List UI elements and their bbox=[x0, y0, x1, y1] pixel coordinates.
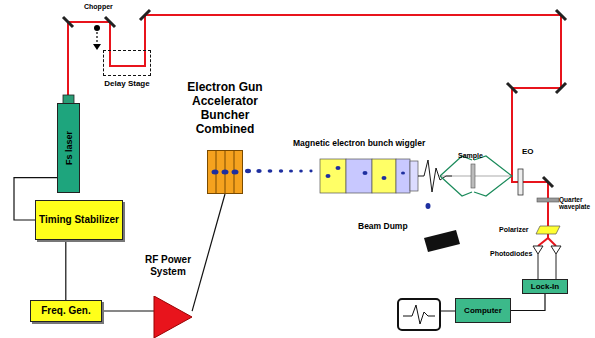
signal-wire bbox=[102, 310, 154, 311]
mirror bbox=[556, 10, 566, 20]
node-label: Lock-In bbox=[531, 282, 559, 291]
focusing-optics bbox=[440, 176, 472, 196]
electron-bunches bbox=[309, 170, 312, 173]
accelerator-box bbox=[222, 170, 229, 175]
wiggler-magnets bbox=[401, 171, 405, 174]
amplifier-triangle bbox=[154, 296, 192, 338]
wiggler-magnets bbox=[336, 166, 341, 170]
sample-plate bbox=[471, 164, 475, 188]
electron-bunches bbox=[245, 169, 251, 173]
laser-beam bbox=[68, 15, 561, 238]
mirror bbox=[63, 10, 566, 187]
beam-dump bbox=[426, 203, 431, 209]
wiggler-magnets bbox=[326, 166, 406, 180]
photodiode bbox=[533, 246, 543, 254]
wiggler-magnets bbox=[346, 159, 372, 193]
wiggler-magnets bbox=[320, 159, 418, 193]
eo-crystal bbox=[518, 169, 523, 195]
wiggler-label: Magnetic electron bunch wiggler bbox=[293, 139, 425, 148]
laser-beam bbox=[538, 238, 548, 246]
signal-wire bbox=[65, 240, 66, 300]
rf-amplifier: RF Power System bbox=[140, 254, 196, 338]
eo-label: EO bbox=[522, 148, 534, 157]
node-label: Timing Stabilizer bbox=[39, 214, 119, 226]
node-label: Electron Gun Accelerator Buncher Combine… bbox=[180, 80, 270, 136]
polarizer bbox=[536, 226, 560, 234]
quarter-waveplate bbox=[537, 198, 559, 202]
beam-dump-label: Beam Dump bbox=[358, 222, 408, 231]
electron-bunches bbox=[279, 169, 283, 172]
quarter-waveplate bbox=[537, 198, 559, 202]
beam-dump bbox=[424, 230, 460, 252]
fs-laser: Fs laser bbox=[57, 103, 80, 193]
mirror bbox=[507, 83, 517, 93]
electron-bunches bbox=[256, 169, 261, 173]
photodiode bbox=[533, 246, 561, 279]
photodiode-label: Photodiodes bbox=[490, 250, 532, 258]
node-label: RF Power System bbox=[140, 254, 196, 277]
chopper-symbol bbox=[93, 44, 101, 50]
monitor-screen bbox=[398, 299, 440, 330]
sample-plate bbox=[471, 164, 475, 188]
wiggler-magnets bbox=[382, 176, 387, 180]
chopper-symbol bbox=[93, 25, 101, 50]
electron-bunches bbox=[289, 169, 293, 172]
polarizer bbox=[536, 226, 560, 234]
mirror bbox=[63, 17, 73, 27]
accelerator-box bbox=[208, 151, 243, 194]
laser-beam bbox=[68, 15, 561, 246]
chopper-label: Chopper bbox=[84, 3, 113, 11]
wiggler-magnets bbox=[372, 159, 396, 193]
photodiode bbox=[538, 254, 539, 279]
accelerator-box bbox=[207, 150, 243, 194]
laser-beam bbox=[548, 238, 556, 246]
node-label: Computer bbox=[464, 306, 502, 315]
computer-box: Computer bbox=[455, 298, 511, 323]
mirror bbox=[140, 10, 150, 20]
wiggler-magnets bbox=[326, 174, 331, 178]
node-label: Fs laser bbox=[63, 131, 73, 165]
electron-bunches bbox=[299, 170, 303, 173]
monitor-screen bbox=[440, 311, 455, 312]
node-label: Freq. Gen. bbox=[41, 305, 90, 317]
mirror bbox=[105, 17, 115, 27]
node-label: Delay Stage bbox=[104, 79, 149, 88]
electron-gun: Electron Gun Accelerator Buncher Combine… bbox=[180, 80, 270, 194]
signal-wire bbox=[192, 194, 225, 311]
wiggler-magnets bbox=[363, 171, 368, 175]
accelerator-box bbox=[212, 170, 219, 175]
electron-bunches bbox=[245, 169, 313, 173]
monitor-screen bbox=[403, 305, 435, 324]
electron-bunches bbox=[268, 169, 273, 173]
timing-stabilizer: Timing Stabilizer bbox=[35, 200, 123, 240]
focusing-optics bbox=[440, 176, 512, 177]
mirror bbox=[543, 177, 553, 187]
mirror bbox=[556, 83, 566, 93]
sample-label: Sample bbox=[458, 152, 483, 160]
photodiode bbox=[551, 246, 561, 254]
chopper-symbol bbox=[96, 32, 97, 46]
signal-wire bbox=[511, 294, 545, 311]
accelerator-box bbox=[232, 170, 239, 175]
lock-in-box: Lock-In bbox=[522, 279, 568, 294]
monitor-screen bbox=[398, 299, 455, 330]
eo-crystal bbox=[518, 169, 523, 195]
focusing-optics bbox=[440, 156, 512, 196]
wiggler-magnets bbox=[410, 161, 418, 191]
waveplate-label: Quarter waveplate bbox=[559, 196, 592, 210]
wiggler-magnets bbox=[320, 159, 346, 193]
frequency-generator: Freq. Gen. bbox=[30, 300, 102, 322]
chopper-symbol bbox=[94, 25, 100, 31]
polarizer-label: Polarizer bbox=[499, 226, 529, 234]
delay-stage: Delay Stage bbox=[103, 50, 151, 76]
amplifier-triangle bbox=[140, 296, 196, 338]
wiggler-magnets bbox=[396, 159, 410, 193]
beam-dump bbox=[424, 203, 460, 252]
photodiode bbox=[556, 254, 557, 279]
